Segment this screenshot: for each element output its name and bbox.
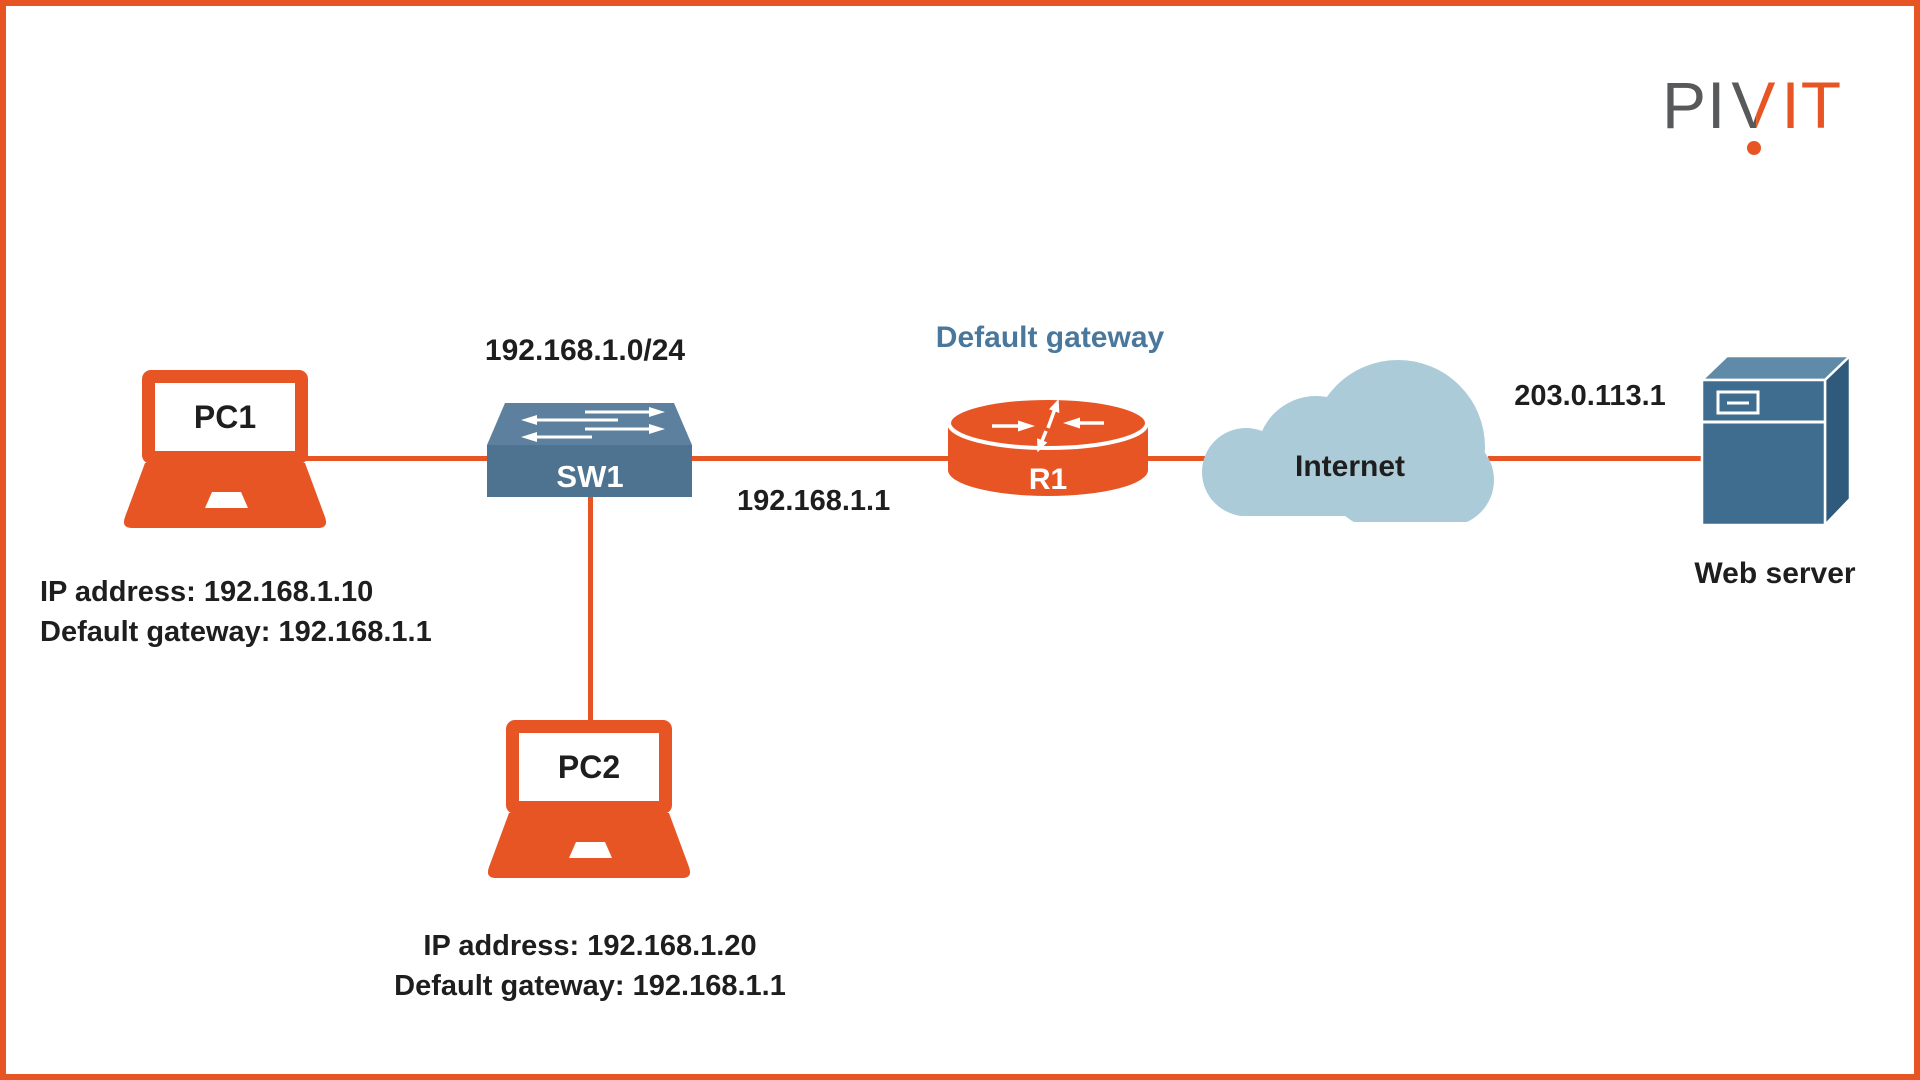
logo-dot	[1746, 141, 1761, 155]
cloud-shape	[1202, 360, 1494, 522]
sw1-top-face	[487, 403, 692, 445]
pc2-gateway-line: Default gateway: 192.168.1.1	[394, 970, 786, 1002]
pc2-touchpad	[569, 842, 612, 858]
link-sw1-pc2	[588, 494, 593, 722]
router-interface-ip-label: 192.168.1.1	[737, 485, 891, 517]
pc1-label: PC1	[194, 399, 256, 435]
internet-cloud-icon: Internet	[1202, 360, 1494, 522]
link-r1-internet	[1140, 456, 1218, 461]
server-name-label: Web server	[1694, 557, 1856, 590]
logo-v-gray-half: V	[1731, 68, 1777, 142]
pivit-logo: PI V V IT	[1662, 68, 1843, 155]
internet-label: Internet	[1295, 450, 1405, 483]
pc1-info: IP address: 192.168.1.10 Default gateway…	[40, 572, 432, 652]
pc1-gateway-line: Default gateway: 192.168.1.1	[40, 616, 432, 648]
server-front-face	[1700, 378, 1827, 527]
pc1-touchpad	[205, 492, 248, 508]
link-pc1-sw1	[296, 456, 492, 461]
logo-letter-v: V V	[1731, 68, 1777, 155]
subnet-label: 192.168.1.0/24	[484, 334, 686, 367]
r1-label: R1	[1029, 463, 1067, 496]
link-internet-server	[1488, 456, 1702, 461]
sw1-label: SW1	[556, 459, 623, 494]
logo-v-orange-half: V	[1731, 68, 1777, 142]
router-role-label: Default gateway	[935, 321, 1165, 354]
pc2-screen	[519, 733, 659, 801]
r1-router-icon: R1	[947, 396, 1149, 496]
sw1-switch-icon: SW1	[487, 403, 692, 497]
logo-prefix: PI	[1662, 68, 1727, 142]
pc1-laptop-icon: PC1	[123, 370, 327, 528]
pc2-label: PC2	[558, 749, 620, 785]
sw1-traffic-arrows	[521, 407, 665, 442]
link-sw1-r1	[690, 456, 956, 461]
pc2-info: IP address: 192.168.1.20 Default gateway…	[340, 926, 840, 1006]
pc1-screen	[155, 383, 295, 451]
web-server-icon	[1698, 353, 1854, 527]
sw1-front-face	[487, 445, 692, 497]
logo-suffix: IT	[1781, 68, 1843, 142]
server-side-face	[1823, 353, 1852, 527]
pc2-laptop-icon: PC2	[487, 720, 691, 878]
r1-cylinder-body	[948, 423, 1148, 496]
server-drive-slot	[1716, 390, 1760, 415]
r1-routing-arrows	[992, 398, 1104, 453]
pc1-ip-line: IP address: 192.168.1.10	[40, 576, 374, 608]
pc2-ip-line: IP address: 192.168.1.20	[423, 930, 757, 962]
server-ip-label: 203.0.113.1	[1514, 380, 1666, 412]
